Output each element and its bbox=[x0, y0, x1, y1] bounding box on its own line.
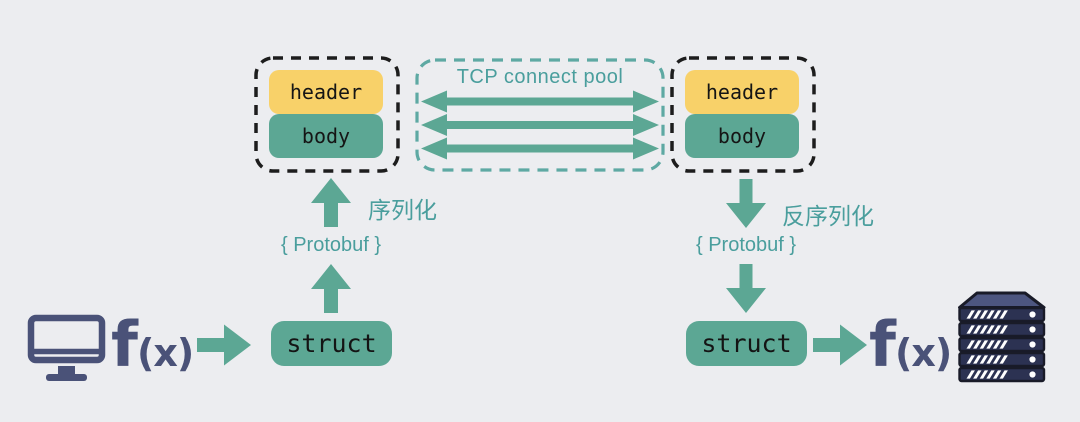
tcp-connection-arrows bbox=[421, 90, 659, 160]
server-vent-stripe bbox=[992, 370, 1002, 379]
desktop-monitor-icon bbox=[27, 314, 106, 381]
server-led-dot bbox=[1029, 371, 1036, 378]
server-vent-stripe bbox=[973, 355, 982, 364]
serialize-arrow-upper bbox=[311, 178, 351, 227]
server-led-dot bbox=[1029, 326, 1036, 333]
server-vent-stripe bbox=[999, 310, 1008, 319]
server-vent-stripe bbox=[973, 370, 982, 379]
server-vent-stripe bbox=[992, 340, 1002, 349]
server-rack-icon bbox=[958, 291, 1046, 383]
server-vent-stripe bbox=[992, 355, 1002, 364]
client-fn-f: f bbox=[111, 308, 138, 381]
protobuf-label-client: { Protobuf } bbox=[280, 234, 382, 256]
deserialize-arrow-lower bbox=[726, 264, 766, 313]
server-vent-stripe bbox=[992, 325, 1002, 334]
server-vent-stripe bbox=[986, 325, 995, 334]
server-vent-stripe bbox=[966, 370, 975, 379]
server-function-label: f(x) bbox=[869, 308, 952, 381]
server-vent-stripe bbox=[986, 310, 995, 319]
server-vent-stripe bbox=[979, 370, 989, 379]
request-packet-outline bbox=[254, 56, 400, 173]
server-vent-stripe bbox=[979, 310, 989, 319]
tcp-connection-arrow bbox=[421, 114, 659, 136]
server-vent-stripe bbox=[966, 310, 975, 319]
server-vent-stripe bbox=[973, 325, 982, 334]
client-function-label: f(x) bbox=[111, 308, 194, 381]
server-vent-stripe bbox=[999, 355, 1008, 364]
struct-box-server: struct bbox=[686, 321, 807, 366]
tcp-pool-outline bbox=[415, 58, 665, 172]
tcp-connection-arrow bbox=[421, 137, 659, 160]
server-vent-stripe bbox=[966, 340, 975, 349]
request-body-block: body bbox=[269, 114, 383, 158]
serialize-label: 序列化 bbox=[368, 197, 437, 223]
server-call-arrow bbox=[813, 324, 867, 366]
server-led-dot bbox=[1029, 341, 1036, 348]
struct-box-client: struct bbox=[271, 321, 392, 366]
tcp-pool-title: TCP connect pool bbox=[456, 66, 624, 88]
server-fn-f: f bbox=[869, 308, 896, 381]
response-body-block: body bbox=[685, 114, 799, 158]
server-vent-stripe bbox=[973, 340, 982, 349]
server-vent-stripe bbox=[986, 340, 995, 349]
server-vent-stripe bbox=[999, 325, 1008, 334]
server-vent-stripe bbox=[999, 340, 1008, 349]
deserialize-arrow-upper bbox=[726, 179, 766, 228]
server-vent-stripe bbox=[966, 355, 975, 364]
tcp-connection-arrow bbox=[421, 90, 659, 113]
client-call-arrow bbox=[197, 324, 251, 366]
server-vent-stripe bbox=[973, 310, 982, 319]
server-vent-stripe bbox=[992, 310, 1002, 319]
response-header-block: header bbox=[685, 70, 799, 114]
server-vent-stripe bbox=[979, 355, 989, 364]
server-vent-stripe bbox=[986, 355, 995, 364]
protobuf-label-server: { Protobuf } bbox=[695, 234, 797, 256]
serialize-arrow-lower bbox=[311, 264, 351, 313]
server-led-dot bbox=[1029, 356, 1036, 363]
server-rack-top bbox=[958, 291, 1046, 309]
server-vent-stripe bbox=[986, 370, 995, 379]
server-vent-stripe bbox=[979, 325, 989, 334]
response-packet-outline bbox=[670, 56, 816, 173]
request-header-block: header bbox=[269, 70, 383, 114]
server-led-dot bbox=[1029, 311, 1036, 318]
client-fn-args: (x) bbox=[136, 331, 194, 375]
deserialize-label: 反序列化 bbox=[782, 203, 874, 229]
server-fn-args: (x) bbox=[894, 331, 952, 375]
server-vent-stripe bbox=[999, 370, 1008, 379]
server-vent-stripe bbox=[966, 325, 975, 334]
server-vent-stripe bbox=[979, 340, 989, 349]
